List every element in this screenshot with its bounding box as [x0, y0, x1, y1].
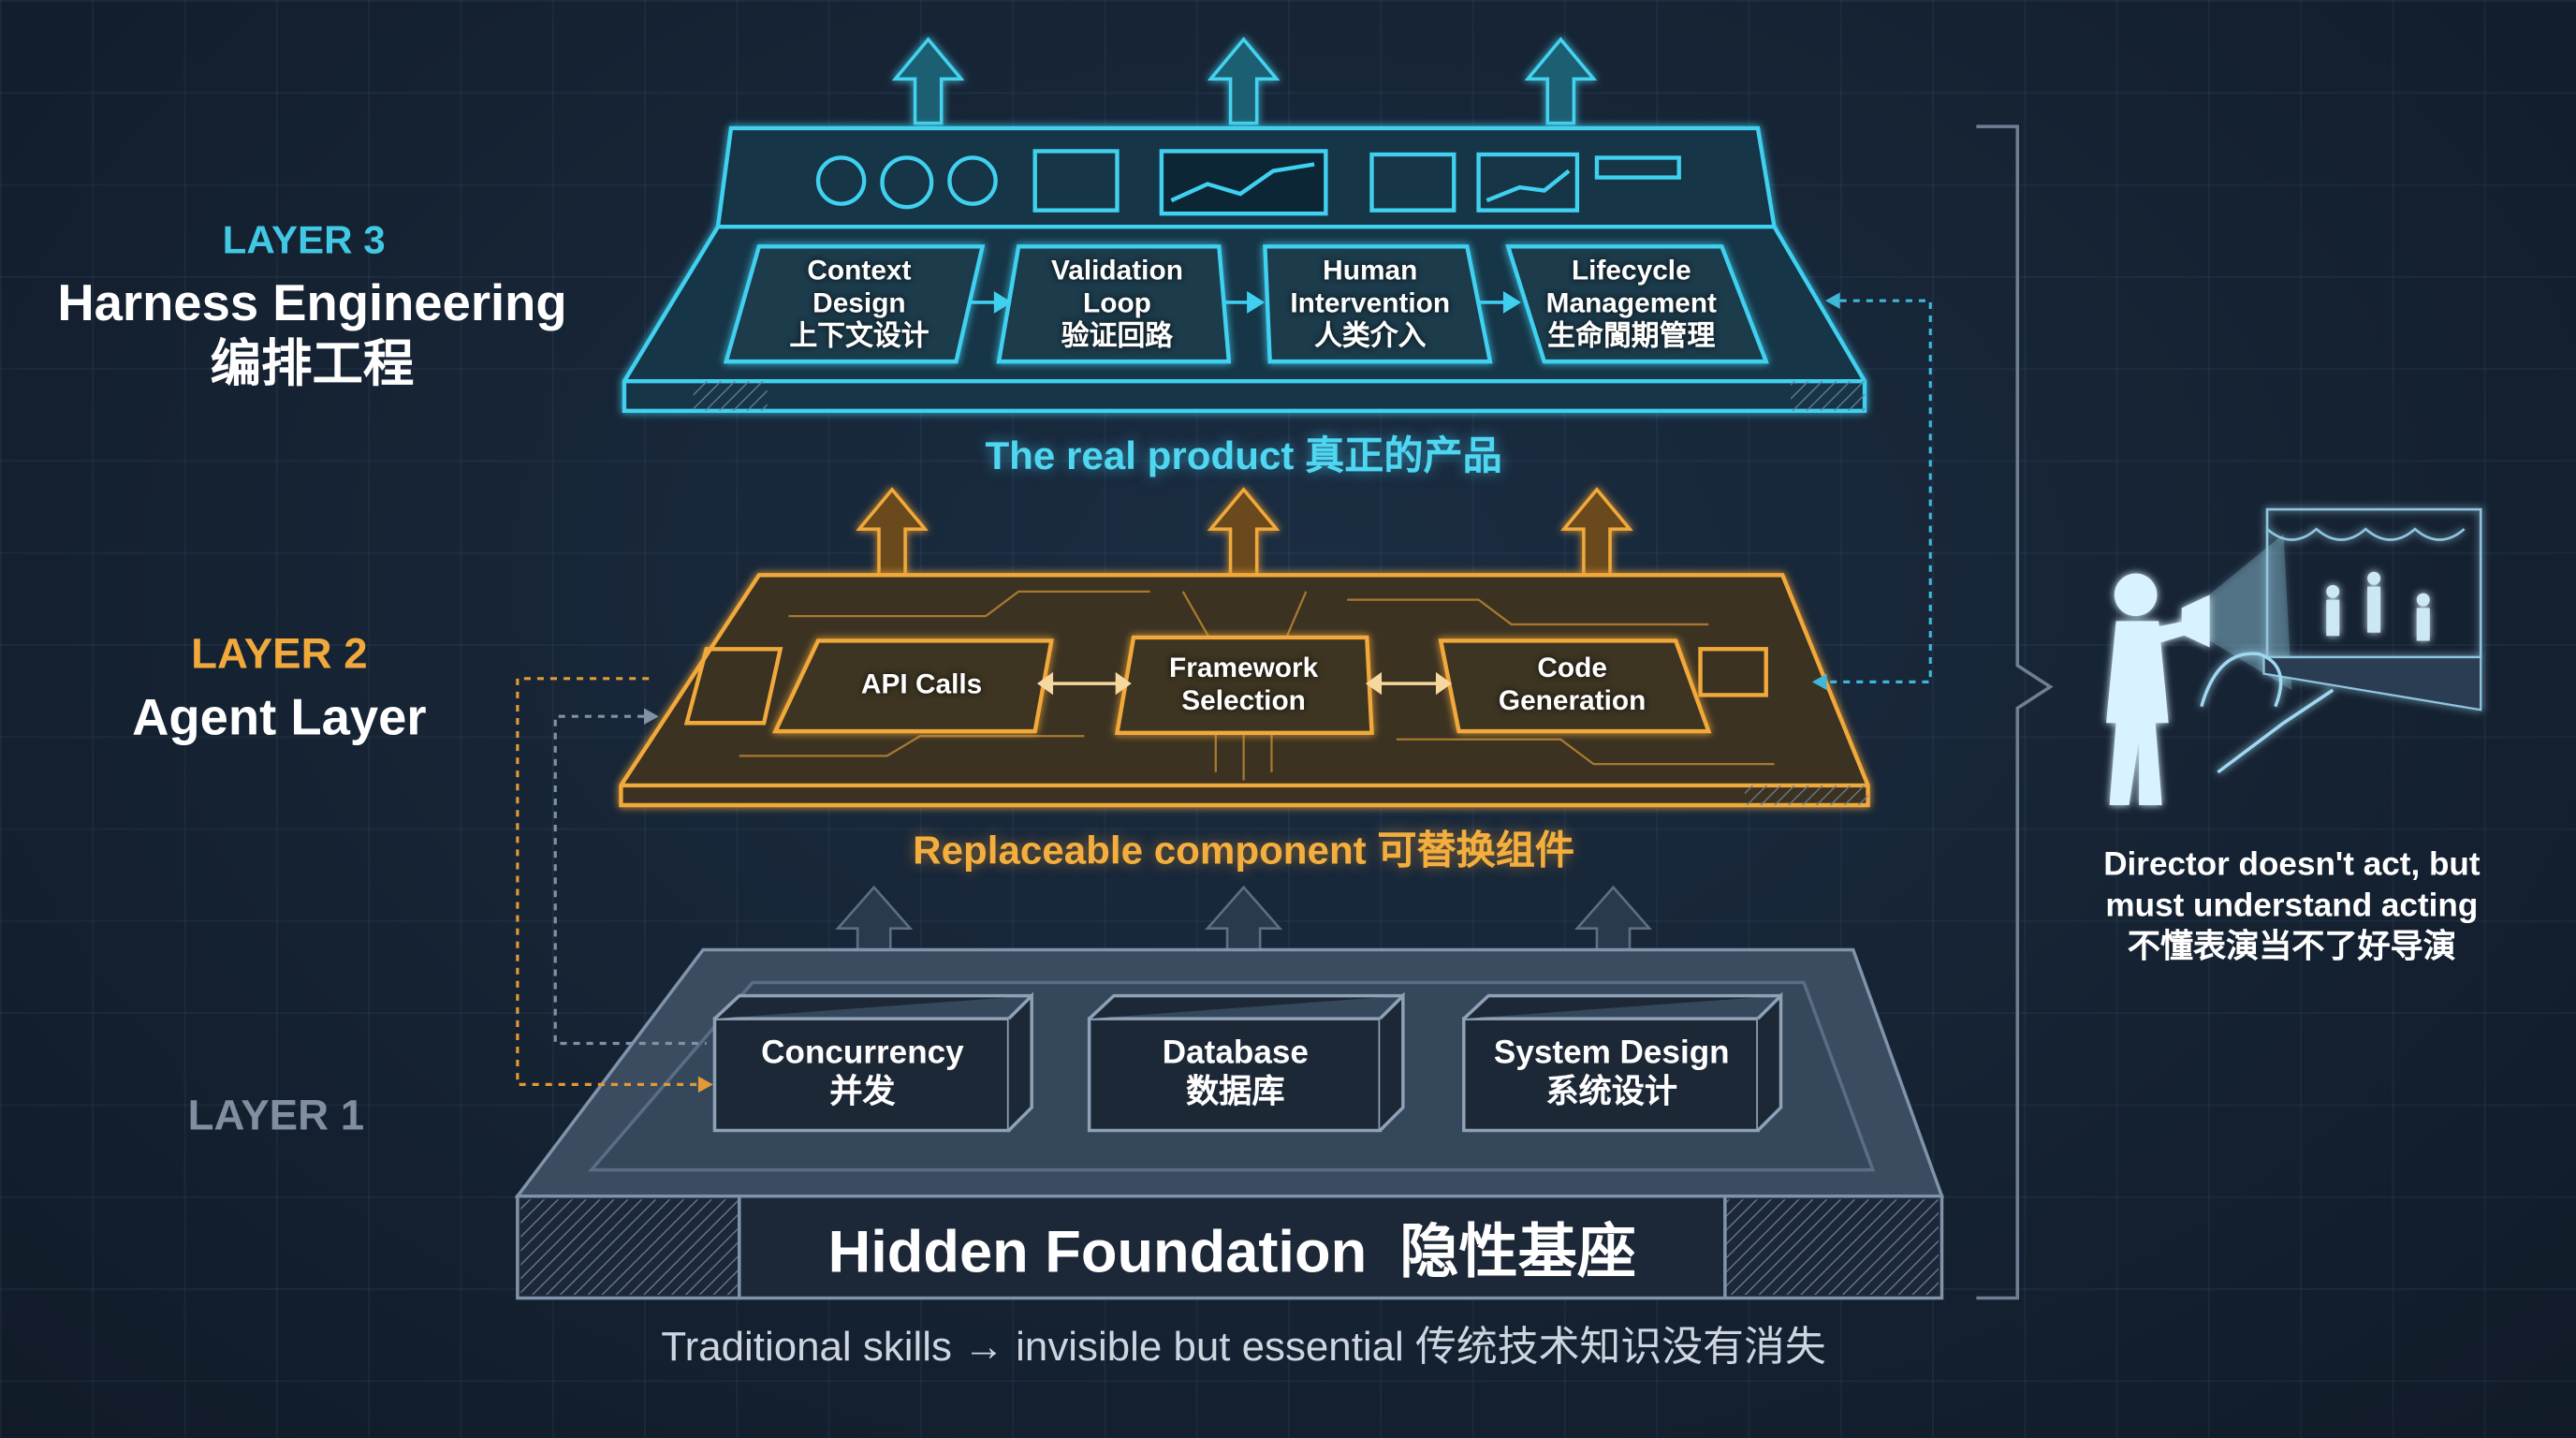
module-label: Management — [1545, 287, 1718, 319]
layer3-caption: The real product 真正的产品 — [985, 434, 1502, 479]
foundation-title: Hidden Foundation 隐性基座 — [827, 1217, 1637, 1285]
layer3-module-boxes — [723, 244, 1769, 364]
module-label-zh: 人类介入 — [1314, 320, 1427, 352]
module-label: Human — [1323, 255, 1418, 286]
module-label: Design — [812, 287, 906, 319]
module-label: Code — [1537, 652, 1607, 684]
feedback-dashed-orange — [516, 677, 698, 1086]
arrowhead-icon — [1824, 292, 1840, 309]
module-label: Generation — [1498, 684, 1647, 717]
layer3-title-zh: 编排工程 — [210, 335, 415, 393]
module-label: Database — [1162, 1034, 1309, 1072]
layer1-caption: Traditional skills → invisible but essen… — [661, 1324, 1826, 1371]
feedback-dashed-gray — [553, 714, 707, 1046]
layer2-tag: LAYER 2 — [191, 628, 368, 678]
module-label: Validation — [1051, 255, 1183, 286]
layers-bracket — [1976, 125, 2054, 1300]
module-label-zh: 验证回路 — [1061, 320, 1174, 352]
module-label: Framework — [1169, 652, 1319, 684]
director-caption: Director doesn't act, but must understan… — [2103, 845, 2480, 969]
module-label-zh: 生命閬期管理 — [1547, 320, 1716, 352]
layer1-tag: LAYER 1 — [187, 1090, 365, 1140]
director-caption-line: Director doesn't act, but — [2103, 846, 2481, 884]
module-label: Selection — [1181, 684, 1306, 717]
feedback-dashed-cyan — [1826, 299, 1932, 683]
layer3-title: Harness Engineering — [57, 274, 567, 332]
director-caption-line: must understand acting — [2105, 888, 2479, 925]
module-label-zh: 上下文设计 — [789, 320, 929, 352]
layer3-flow-arrows — [969, 290, 1522, 314]
module-label: Context — [807, 255, 912, 286]
module-label: Lifecycle — [1571, 255, 1691, 286]
layer1-module-boxes — [712, 991, 1783, 1133]
director-illustration — [2106, 507, 2482, 805]
layer2-title: Agent Layer — [132, 688, 427, 746]
module-label: Loop — [1083, 287, 1151, 319]
module-label-zh: 数据库 — [1186, 1074, 1285, 1111]
module-label-zh: 并发 — [829, 1074, 896, 1111]
director-caption-zh: 不懂表演当不了好导演 — [2127, 929, 2456, 966]
module-label: System Design — [1493, 1034, 1730, 1072]
layer2-up-arrows — [856, 487, 1633, 578]
module-label-zh: 系统设计 — [1545, 1074, 1677, 1111]
layer3-tag: LAYER 3 — [222, 218, 386, 263]
module-label: Intervention — [1290, 287, 1451, 319]
layer2-caption: Replaceable component 可替换组件 — [913, 829, 1575, 873]
layer2-module-boxes — [771, 635, 1712, 735]
module-api-calls: API Calls — [861, 668, 982, 701]
layer3-up-arrows — [891, 37, 1598, 125]
module-label: Concurrency — [761, 1034, 964, 1072]
module-label: API Calls — [860, 668, 983, 700]
layer2-bidirectional-arrows — [1036, 671, 1453, 696]
